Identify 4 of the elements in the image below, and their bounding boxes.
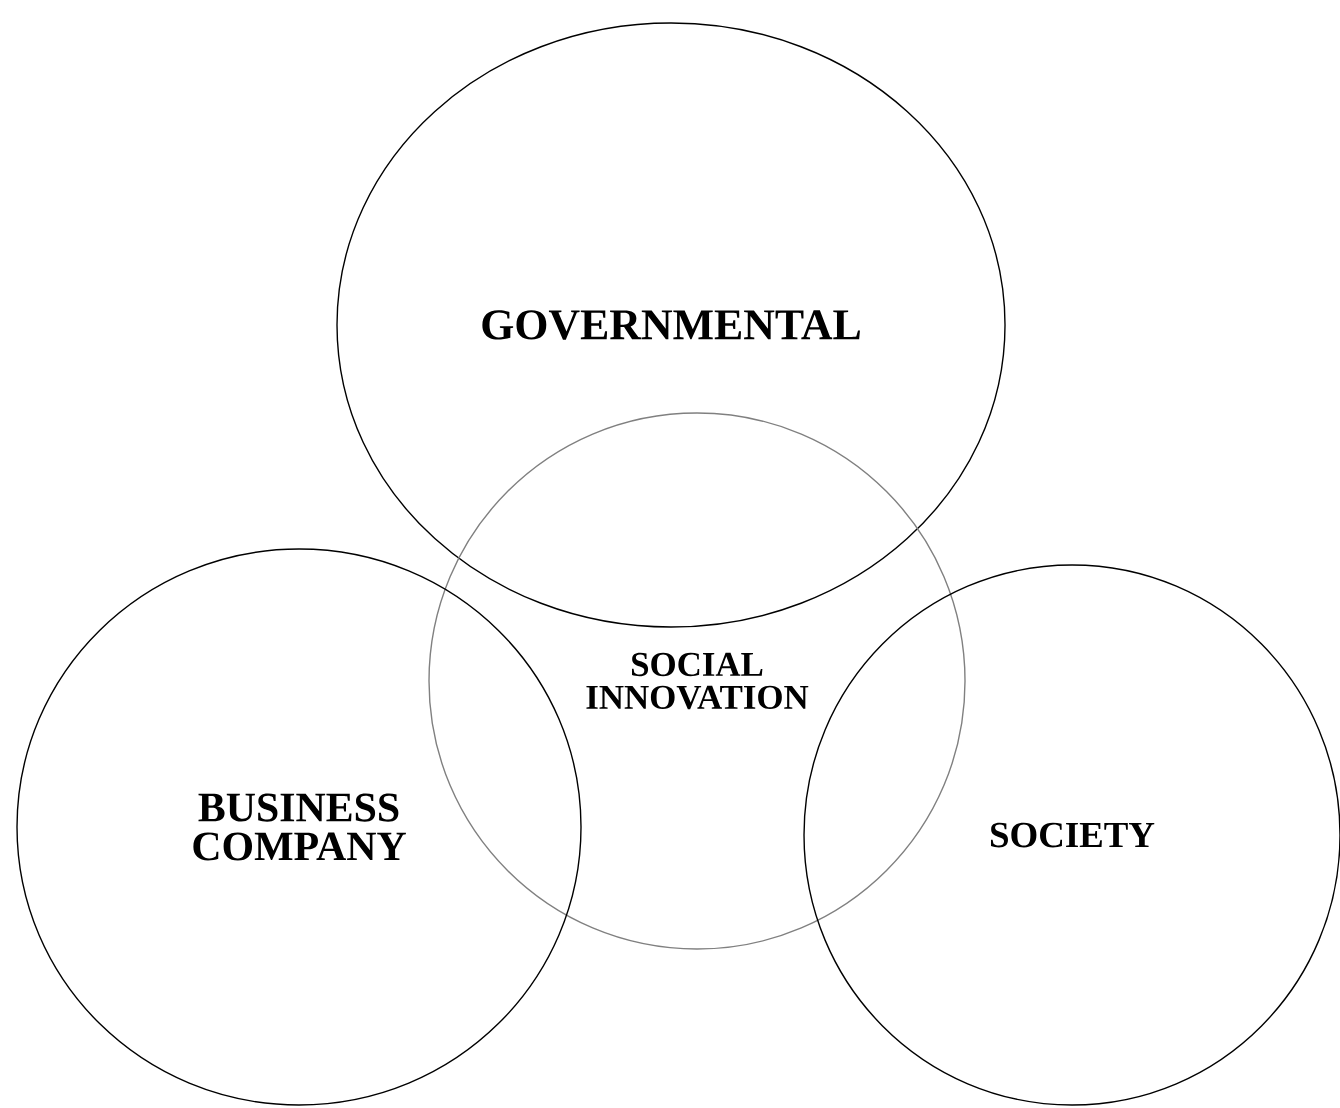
label: SOCIAL INNOVATION <box>586 652 809 710</box>
label: SOCIETY <box>991 822 1155 848</box>
label: GOVERNMENTAL <box>482 310 860 340</box>
label: BUSINESS COMPANY <box>193 793 406 861</box>
